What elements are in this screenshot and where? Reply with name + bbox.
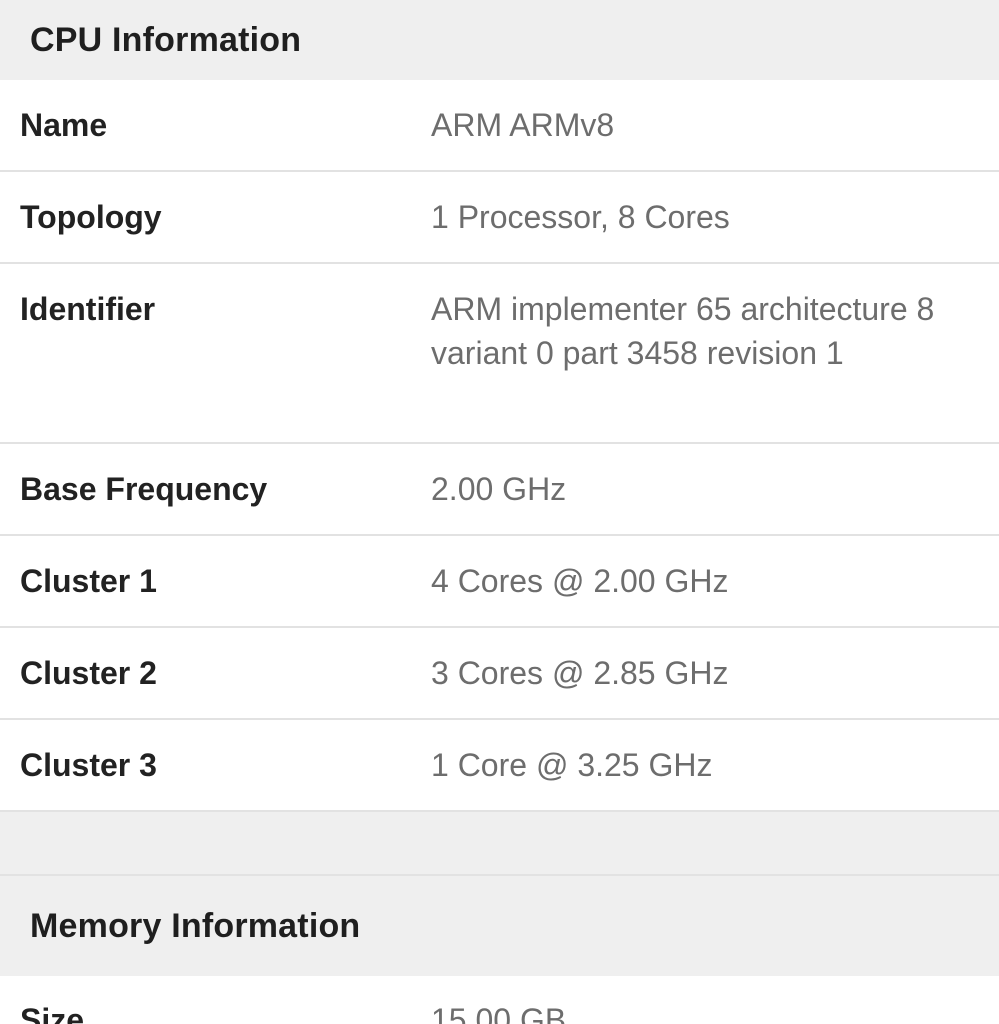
cpu-value-cluster-3: 1 Core @ 3.25 GHz xyxy=(431,747,713,783)
cpu-label-base-frequency: Base Frequency xyxy=(20,471,268,507)
cpu-label-cluster-2: Cluster 2 xyxy=(20,655,157,691)
cpu-section-header: CPU Information xyxy=(0,0,999,80)
memory-info-table: Size 15.00 GB xyxy=(0,976,999,1024)
cpu-value-cluster-2: 3 Cores @ 2.85 GHz xyxy=(431,655,729,691)
memory-row-size: Size 15.00 GB xyxy=(0,976,999,1024)
cpu-row-cluster-3: Cluster 3 1 Core @ 3.25 GHz xyxy=(0,720,999,810)
cpu-row-identifier: Identifier ARM implementer 65 architectu… xyxy=(0,264,999,444)
memory-value-size: 15.00 GB xyxy=(431,1002,567,1024)
cpu-row-name: Name ARM ARMv8 xyxy=(0,80,999,172)
cpu-label-topology: Topology xyxy=(20,199,162,235)
cpu-label-name: Name xyxy=(20,107,108,143)
cpu-info-table: Name ARM ARMv8 Topology 1 Processor, 8 C… xyxy=(0,80,999,810)
cpu-section-title: CPU Information xyxy=(30,20,302,59)
memory-label-size: Size xyxy=(20,1002,85,1024)
cpu-value-base-frequency: 2.00 GHz xyxy=(431,471,567,507)
cpu-value-topology: 1 Processor, 8 Cores xyxy=(431,199,730,235)
cpu-label-cluster-3: Cluster 3 xyxy=(20,747,157,783)
cpu-row-cluster-1: Cluster 1 4 Cores @ 2.00 GHz xyxy=(0,536,999,628)
section-gap xyxy=(0,810,999,876)
cpu-value-identifier: ARM implementer 65 architecture 8 varian… xyxy=(431,291,935,371)
cpu-label-cluster-1: Cluster 1 xyxy=(20,563,157,599)
cpu-label-identifier: Identifier xyxy=(20,291,156,327)
cpu-row-base-frequency: Base Frequency 2.00 GHz xyxy=(0,444,999,536)
cpu-value-name: ARM ARMv8 xyxy=(431,107,615,143)
cpu-value-cluster-1: 4 Cores @ 2.00 GHz xyxy=(431,563,729,599)
cpu-row-cluster-2: Cluster 2 3 Cores @ 2.85 GHz xyxy=(0,628,999,720)
memory-section-header: Memory Information xyxy=(0,876,999,976)
memory-section-title: Memory Information xyxy=(30,906,361,945)
cpu-row-topology: Topology 1 Processor, 8 Cores xyxy=(0,172,999,264)
